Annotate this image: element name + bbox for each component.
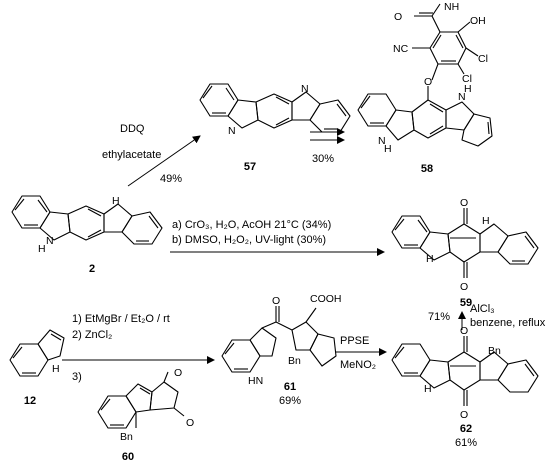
- atom-h-2: H: [112, 195, 120, 207]
- conditions-a: a) CrO₃, H₂O, AcOH 21°C (34%): [172, 219, 331, 231]
- atom-o-61: O: [272, 295, 280, 307]
- atom-h-59b: H: [426, 253, 434, 265]
- atom-hn-61: HN: [248, 375, 263, 387]
- solvent-meno2: MeNO₂: [340, 359, 376, 371]
- yield-58: 30%: [312, 153, 334, 165]
- yield-57: 49%: [160, 173, 182, 185]
- compound-61-label: 61: [284, 381, 296, 393]
- atom-n-58a: N: [378, 135, 386, 147]
- atom-h-59a: H: [482, 215, 490, 227]
- atom-o-62b: O: [460, 409, 468, 421]
- atom-oh-58: OH: [470, 15, 486, 27]
- compound-12-label: 12: [24, 395, 36, 407]
- atom-o-58b: O: [424, 76, 432, 88]
- atom-o-59a: O: [460, 197, 468, 209]
- compound-61-yield: 69%: [279, 395, 301, 407]
- atom-cooh-61: COOH: [310, 293, 342, 305]
- atom-nc-58: NC: [393, 43, 409, 55]
- yield-59-alcl3: 71%: [428, 311, 450, 323]
- structure-12: [9, 329, 65, 377]
- atom-hn-58: H: [384, 143, 392, 155]
- atom-n-57b: N: [301, 83, 309, 95]
- structure-59: [391, 208, 539, 278]
- structure-60: [97, 371, 185, 429]
- atom-h-58b: H: [464, 83, 472, 95]
- reagent-ddq: DDQ: [120, 123, 145, 135]
- compound-62-yield: 61%: [455, 437, 477, 449]
- structure-62: [391, 336, 539, 406]
- arrow-2-to-57: [127, 135, 201, 187]
- atom-o-58a: O: [394, 11, 402, 23]
- compound-60-label: 60: [122, 451, 134, 463]
- step-2: 2) ZnCl₂: [72, 329, 112, 341]
- compound-59-label: 59: [460, 297, 472, 309]
- solvent-ethylacetate: ethylacetate: [102, 149, 161, 161]
- structure-58: [357, 3, 493, 147]
- conditions-b: b) DMSO, H₂O₂, UV-light (30%): [172, 234, 326, 246]
- atom-bn-62: Bn: [488, 345, 501, 357]
- atom-h-2b: H: [38, 243, 46, 255]
- atom-nh-58: NH: [444, 1, 459, 13]
- atom-n-58b: N: [458, 91, 466, 103]
- atom-h-12: H: [52, 363, 60, 375]
- atom-cl-58b: Cl: [462, 73, 472, 85]
- atom-o-60c: O: [186, 417, 194, 429]
- atom-o-59b: O: [460, 281, 468, 293]
- atom-o-62a: O: [460, 325, 468, 337]
- step-3: 3): [72, 371, 82, 383]
- compound-57-label: 57: [244, 161, 256, 173]
- compound-2-label: 2: [89, 263, 95, 275]
- compound-58-label: 58: [421, 163, 433, 175]
- atom-o-60a: O: [174, 367, 182, 379]
- reagent-alcl3: AlCl₃: [470, 303, 495, 315]
- atom-bn-60: Bn: [120, 431, 133, 443]
- reagent-ppse: PPSE: [340, 335, 369, 347]
- atom-n-2: N: [46, 235, 54, 247]
- conditions-benzene: benzene, reflux: [470, 317, 546, 329]
- atom-bn-61: Bn: [288, 355, 301, 367]
- structure-61: [221, 306, 337, 373]
- step-1: 1) EtMgBr / Et₂O / rt: [72, 313, 170, 325]
- structure-57: [199, 83, 351, 133]
- atom-cl-58a: Cl: [478, 53, 488, 65]
- atom-h-62: H: [424, 383, 432, 395]
- structure-2: [11, 195, 163, 245]
- compound-62-label: 62: [460, 423, 472, 435]
- atom-n-57a: N: [228, 125, 236, 137]
